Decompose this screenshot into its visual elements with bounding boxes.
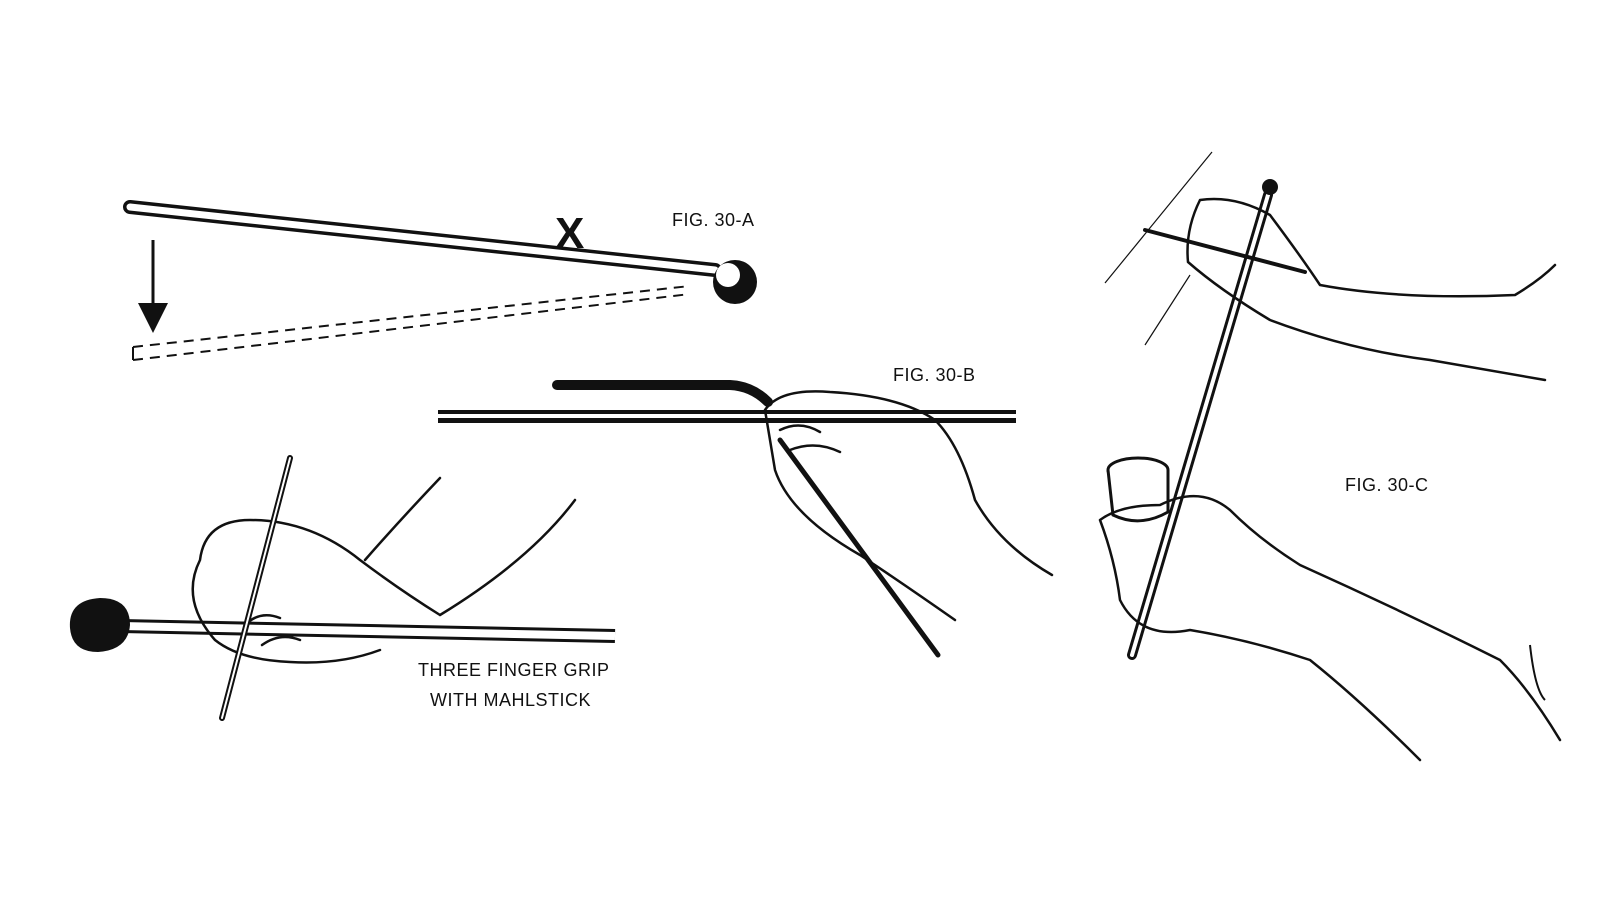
fig-30a-stick	[123, 200, 722, 277]
grip-knob	[69, 598, 130, 652]
fig-30a-label: FIG. 30-A	[672, 210, 755, 230]
fig-30b-stick	[438, 410, 1016, 423]
grip-caption-line-1: THREE FINGER GRIP	[418, 660, 610, 680]
fig-30c-label: FIG. 30-C	[1345, 475, 1429, 495]
fig-30c-brush	[1143, 228, 1307, 274]
x-mark: X	[555, 209, 585, 258]
fig-30c-upper-arm	[1186, 197, 1557, 382]
fig-30c-drawing	[1098, 151, 1562, 762]
fig-30a-dashed-stick	[132, 285, 691, 361]
fig-30c-knob	[1262, 179, 1278, 195]
fig-30b-hand	[763, 390, 1054, 622]
fig-30a-drawing	[123, 200, 757, 361]
fig-30b-brush	[777, 437, 941, 658]
three-finger-grip-drawing	[69, 455, 616, 721]
fig-30a-knob	[713, 260, 757, 304]
grip-hand	[191, 476, 577, 664]
fig-30b-bent-bar	[552, 380, 773, 407]
fig-30c-stick	[1127, 190, 1273, 660]
fig-30b-drawing	[438, 380, 1054, 658]
grip-caption: THREE FINGER GRIP WITH MAHLSTICK	[418, 655, 610, 715]
fig-30c-lower-arm	[1098, 494, 1562, 762]
grip-caption-line-2: WITH MAHLSTICK	[430, 690, 592, 710]
grip-mahlstick	[119, 619, 616, 643]
fig-30b-label: FIG. 30-B	[893, 365, 976, 385]
